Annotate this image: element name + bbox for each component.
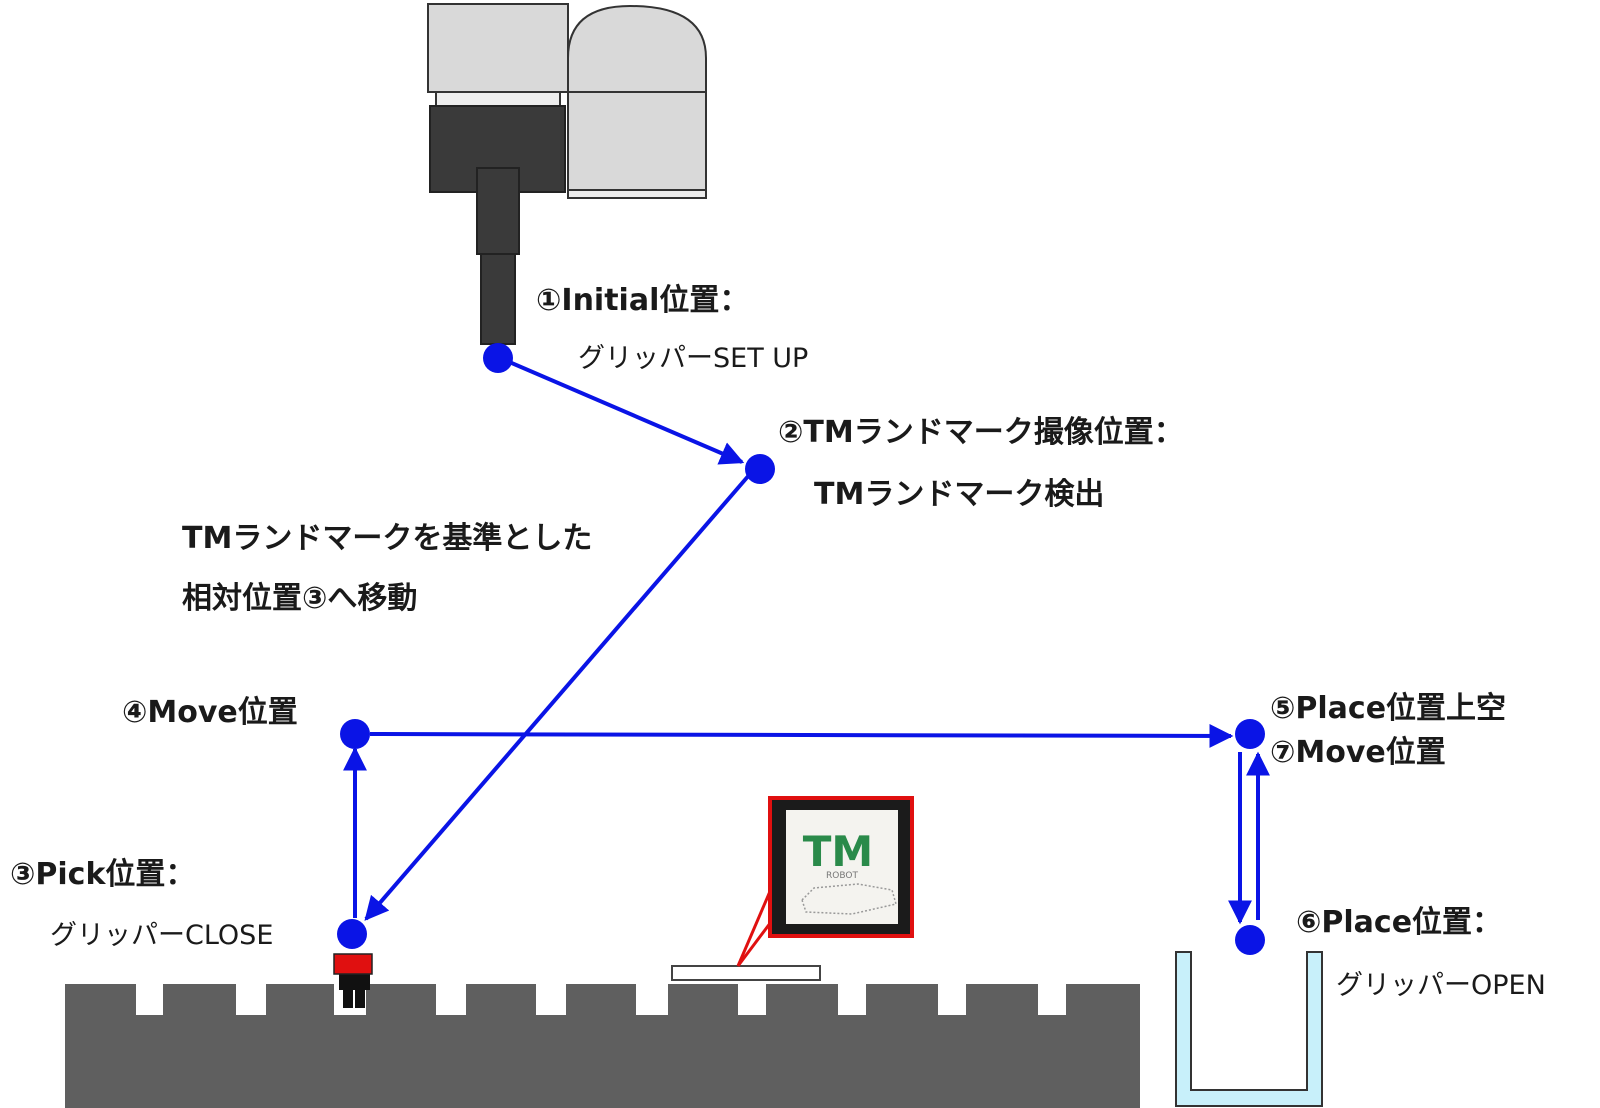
- waypoint-7-title: ⑦Move位置: [1270, 735, 1446, 770]
- waypoint-3-subtitle: グリッパーCLOSE: [50, 920, 273, 951]
- relative-move-note-line2: 相対位置③へ移動: [182, 581, 417, 616]
- path-2-to-3: [364, 472, 752, 921]
- relative-move-note-line1: TMランドマークを基準とした: [182, 521, 592, 556]
- workpiece: [333, 953, 373, 1008]
- landmark-outline: [801, 883, 897, 915]
- conveyor: [65, 984, 1140, 1108]
- waypoint-1: [483, 343, 513, 373]
- waypoint-2-subtitle: TMランドマーク検出: [814, 477, 1104, 512]
- waypoint-4-title: ④Move位置: [122, 695, 298, 730]
- landmark-photo: TM ROBOT: [768, 796, 914, 938]
- waypoint-5: [1235, 719, 1265, 749]
- waypoint-6: [1235, 925, 1265, 955]
- waypoint-1-title: ①Initial位置：: [536, 283, 749, 318]
- tm-logo-subtext: ROBOT: [826, 871, 858, 881]
- waypoint-6-subtitle: グリッパーOPEN: [1336, 970, 1546, 1001]
- waypoint-1-subtitle: グリッパーSET UP: [578, 343, 808, 374]
- waypoint-2: [745, 454, 775, 484]
- waypoint-3: [337, 919, 367, 949]
- waypoint-2-title: ②TMランドマーク撮像位置：: [778, 415, 1184, 450]
- waypoint-4: [340, 719, 370, 749]
- robot-arm: [427, 3, 707, 345]
- waypoint-5-title: ⑤Place位置上空: [1270, 691, 1506, 726]
- path-4-to-5: [369, 723, 1234, 748]
- placement-bin: [1175, 951, 1323, 1107]
- tm-logo: TM: [803, 827, 873, 876]
- waypoint-6-title: ⑥Place位置：: [1296, 905, 1502, 940]
- landmark-plate: [671, 965, 821, 981]
- waypoint-3-title: ③Pick位置：: [10, 857, 195, 892]
- path-1-to-2: [499, 356, 745, 465]
- motion-path: [343, 356, 1270, 925]
